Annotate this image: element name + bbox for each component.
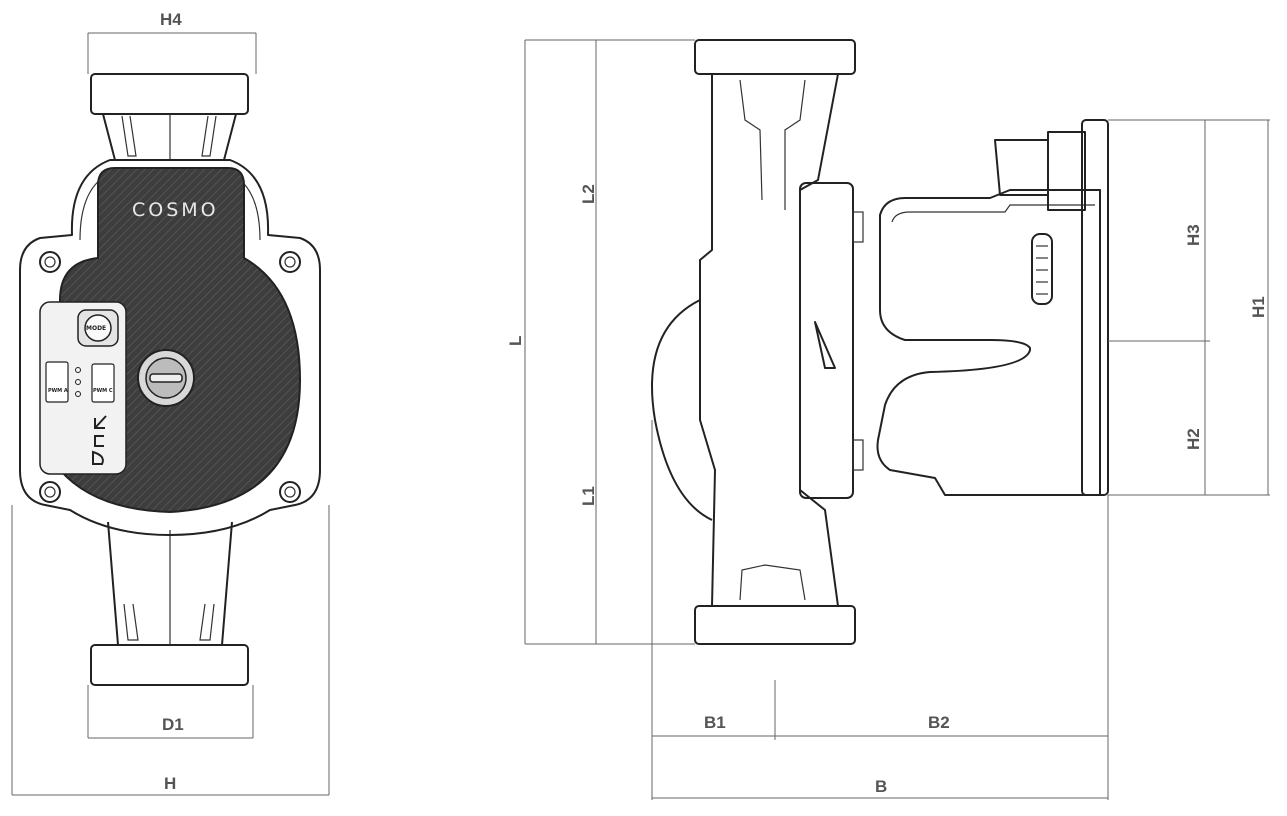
dim-label-d1: D1 [162,715,184,734]
dim-label-b2: B2 [928,713,950,732]
front-housing [19,159,321,536]
side-volute [651,299,713,521]
side-pipe-body [699,73,839,607]
front-top-neck [102,113,237,161]
front-bottom-flange [90,644,249,686]
front-top-flange [90,73,249,115]
control-box [1081,119,1109,496]
cable-gland [994,131,1086,211]
dim-label-h: H [164,774,176,793]
dim-label-l: L [506,336,525,346]
dim-label-h1: H1 [1249,296,1268,318]
screw-slot [149,373,183,383]
motor-body [876,189,1101,496]
led-3-icon [75,391,81,397]
dim-label-h2: H2 [1184,428,1203,450]
pwm-a-label: PWM A [48,388,68,394]
mount-lug-tr [279,251,301,273]
auto-curve-icon [92,450,104,465]
side-bottom-flange [694,605,856,645]
led-1-icon [75,367,81,373]
brand-logo: COSMO [132,199,219,221]
mode-button-label: MODE [86,325,106,332]
mount-lug-tl [39,251,61,273]
dim-label-h4: H4 [160,10,182,29]
motor-flange [799,182,854,499]
proportional-curve-icon [94,415,107,429]
dimension-lines [11,32,1270,800]
dim-label-l2: L2 [579,184,598,204]
side-top-flange [694,39,856,75]
flow-arrow-icon [814,321,836,369]
dim-label-b1: B1 [704,713,726,732]
mount-lug-bl [39,481,61,503]
pwm-a-icon [45,361,69,403]
vent-grille [1031,233,1053,305]
led-2-icon [75,379,81,385]
constant-curve-icon [94,435,104,447]
dim-label-l1: L1 [579,486,598,506]
front-view: COSMO MODE PWM A PWM C [19,73,321,686]
side-view [651,39,1109,645]
pwm-c-label: PWM C [93,388,113,394]
pwm-c-icon [91,363,115,403]
dim-label-h3: H3 [1184,224,1203,246]
front-bottom-neck [107,521,233,646]
dim-label-b: B [875,777,887,796]
mount-lug-br [279,481,301,503]
